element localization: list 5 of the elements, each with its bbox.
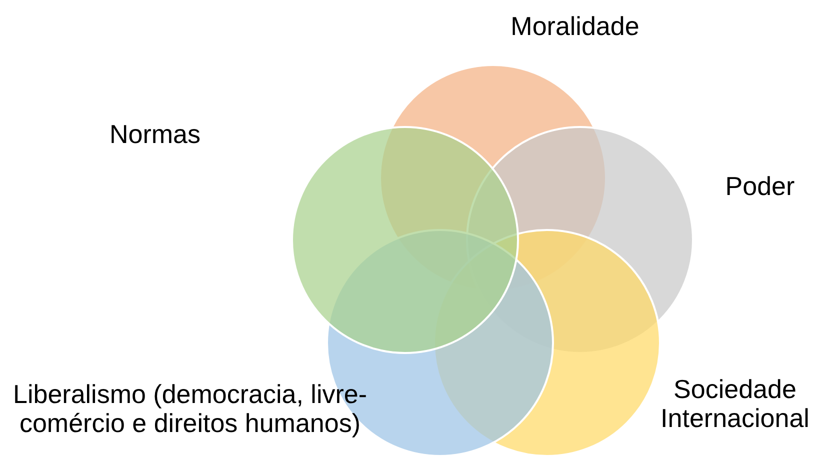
set-label: Poder — [724, 172, 796, 201]
set-label: Liberalismo (democracia, livre-comércio e direitos humanos) — [12, 380, 368, 438]
set-label: Sociedade Internacional — [660, 375, 810, 433]
set-label: Normas — [108, 120, 202, 149]
set-label: Moralidade — [510, 12, 640, 41]
